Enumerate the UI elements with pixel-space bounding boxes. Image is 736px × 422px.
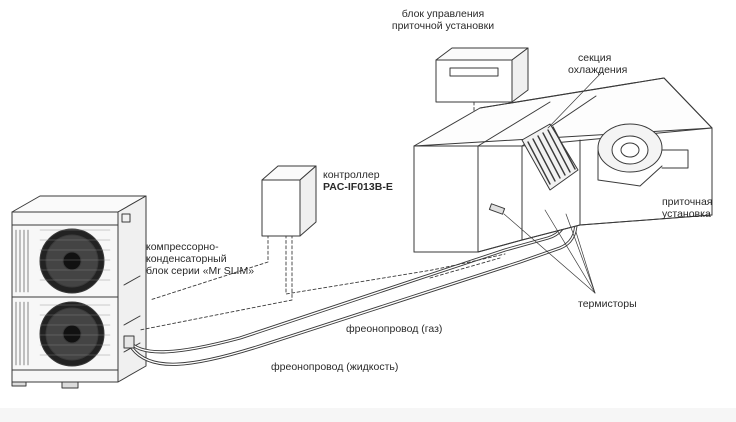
condensing-unit-label-line1: компрессорно-	[146, 241, 219, 253]
liquid-line-label: фреонопровод (жидкость)	[271, 361, 399, 373]
gas-line-label: фреонопровод (газ)	[346, 323, 443, 335]
bottom-strip	[0, 408, 736, 422]
control-wiring	[139, 234, 506, 331]
supply-unit-label-line1: приточная	[662, 196, 713, 208]
leader-lines	[503, 71, 603, 294]
controller-label-line1: контроллер	[323, 169, 380, 181]
condensing-unit-label-line2: конденсаторный	[146, 253, 227, 265]
thermistors-label: термисторы	[578, 298, 637, 310]
ahu-control-drawing	[435, 47, 529, 139]
cooling-section-label: секция охлаждения	[568, 52, 627, 76]
controller-drawing	[261, 165, 317, 237]
condensing-unit-label-line3: блок серии «Mr SLIM»	[146, 265, 255, 277]
controller-label-model: PAC-IF013B-E	[323, 181, 393, 193]
cooling-section-label-line2: охлаждения	[568, 64, 628, 76]
ahu-control-label-line1: блок управления	[401, 8, 485, 20]
supply-unit-label-line2: установка	[662, 208, 711, 220]
ahu-control-label: блок управления приточной установки	[368, 8, 518, 32]
supply-unit-drawing	[413, 77, 713, 253]
ahu-control-label-line2: приточной установки	[391, 20, 495, 32]
condensing-unit-drawing	[11, 195, 147, 389]
condensing-unit-label: компрессорно- конденсаторный блок серии …	[146, 241, 254, 277]
cooling-section-label-line1: секция	[578, 52, 612, 64]
controller-label: контроллер PAC-IF013B-E	[323, 169, 393, 193]
supply-unit-label: приточная установка	[662, 196, 713, 220]
